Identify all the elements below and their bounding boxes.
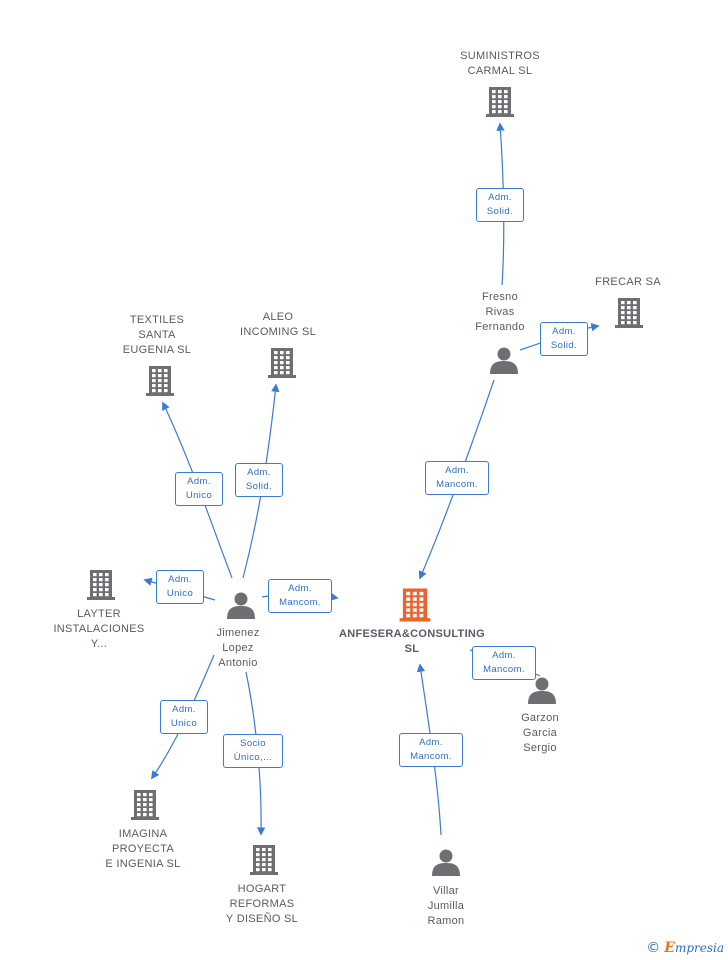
node-label-suministros: SUMINISTROS CARMAL SL xyxy=(460,50,540,77)
edge-badge-e6[interactable]: Adm. Unico xyxy=(156,570,204,604)
edge-badge-e10[interactable]: Socio Único,... xyxy=(223,734,283,768)
node-label-anfesera: ANFESERA&CONSULTING SL xyxy=(338,628,486,655)
node-label-garzon: Garzon Garcia Sergio xyxy=(521,712,559,754)
building-icon-imagina[interactable] xyxy=(131,790,159,820)
building-icon-layter[interactable] xyxy=(87,570,115,600)
building-icon-suministros[interactable] xyxy=(486,87,514,117)
node-label-hogart: HOGART REFORMAS Y DISEÑO SL xyxy=(225,883,299,925)
node-label-jimenez: Jimenez Lopez Antonio xyxy=(216,627,260,669)
person-icon-fresno[interactable] xyxy=(490,347,518,375)
person-icon-jimenez[interactable] xyxy=(227,592,255,620)
edge-badge-e9[interactable]: Adm. Unico xyxy=(160,700,208,734)
edge-badge-e4[interactable]: Adm. Unico xyxy=(175,472,223,506)
edge-badge-e8[interactable]: Adm. Mancom. xyxy=(472,646,536,680)
building-icon-textiles[interactable] xyxy=(146,366,174,396)
edge-badge-e5[interactable]: Adm. Solid. xyxy=(235,463,283,497)
building-icon-frecar[interactable] xyxy=(615,298,643,328)
person-icon-garzon[interactable] xyxy=(528,677,556,705)
person-icon-villar[interactable] xyxy=(432,849,460,877)
brand-name: mpresia xyxy=(674,941,724,955)
edge-badge-e11[interactable]: Adm. Mancom. xyxy=(399,733,463,767)
node-label-imagina: IMAGINA PROYECTA E INGENIA SL xyxy=(105,828,181,870)
node-label-frecar: FRECAR SA xyxy=(595,276,661,288)
building-icon-anfesera[interactable] xyxy=(399,588,431,622)
edge-badge-e3[interactable]: Adm. Mancom. xyxy=(425,461,489,495)
node-label-villar: Villar Jumilla Ramon xyxy=(427,885,465,927)
building-icon-hogart[interactable] xyxy=(250,845,278,875)
node-label-textiles: TEXTILES SANTA EUGENIA SL xyxy=(122,314,192,356)
edge-badge-e7[interactable]: Adm. Mancom. xyxy=(268,579,332,613)
node-label-fresno: Fresno Rivas Fernando xyxy=(475,291,525,333)
copyright-icon: © xyxy=(646,940,661,956)
node-label-aleo: ALEO INCOMING SL xyxy=(239,311,317,338)
node-label-layter: LAYTER INSTALACIONES Y... xyxy=(53,608,145,650)
building-icon-aleo[interactable] xyxy=(268,348,296,378)
edge-badge-e2[interactable]: Adm. Solid. xyxy=(540,322,588,356)
edge-badge-e1[interactable]: Adm. Solid. xyxy=(476,188,524,222)
brand-logo-letter: E xyxy=(664,940,675,956)
brand-footer: ©Empresia xyxy=(646,940,724,956)
